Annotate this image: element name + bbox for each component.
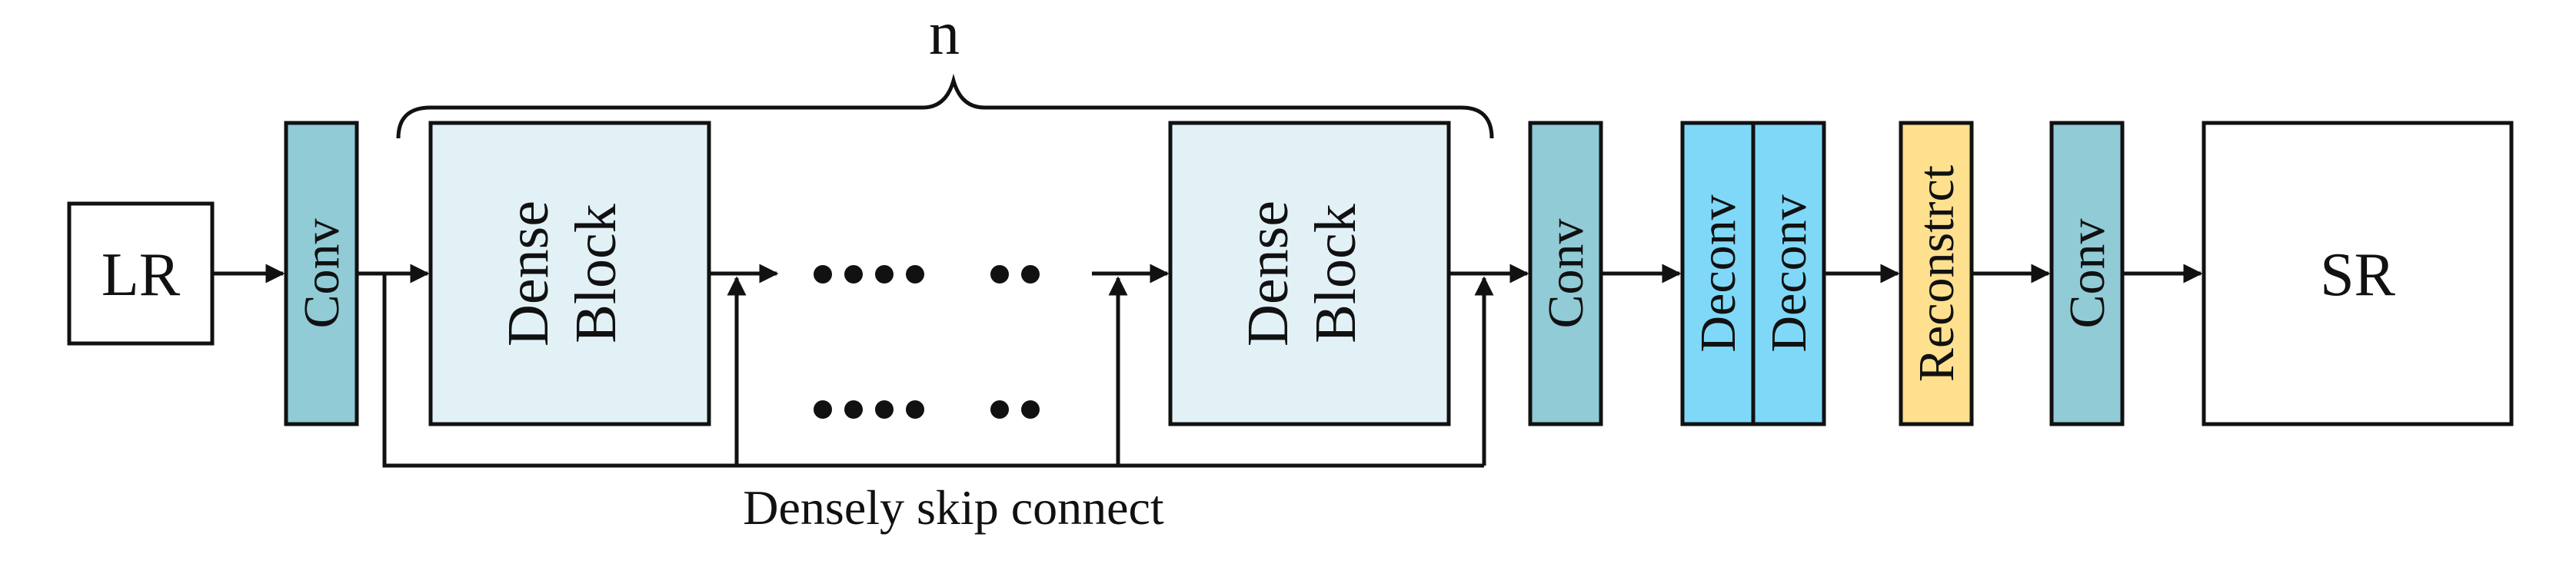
deconv-1-label: Deconv (1690, 194, 1746, 352)
deconv-block-2: Deconv (1751, 121, 1826, 426)
ellipsis-dots (814, 265, 1040, 419)
dense-block-1: Dense Block (428, 121, 711, 426)
lr-label: LR (102, 241, 181, 309)
dense-block-1-label-line1: Dense (496, 201, 561, 347)
dense-block-2-label-line2: Block (1303, 204, 1368, 343)
repeat-count-label: n (929, 0, 960, 68)
lr-input-node: LR (67, 201, 215, 346)
deconv-2-label: Deconv (1761, 194, 1817, 352)
conv-1-label: Conv (294, 218, 350, 328)
skip-caption: Densely skip connect (743, 480, 1164, 535)
deconv-block-1: Deconv (1680, 121, 1756, 426)
reconstruct-label: Reconstrct (1909, 165, 1965, 382)
conv-block-2: Conv (1528, 121, 1603, 426)
conv-3-label: Conv (2059, 218, 2115, 328)
sr-label: SR (2320, 241, 2395, 309)
conv-block-1: Conv (284, 121, 359, 426)
reconstruct-block: Reconstrct (1899, 121, 1974, 426)
dense-block-1-label-line2: Block (564, 204, 628, 343)
repeat-brace: n (396, 0, 1494, 139)
sr-output-node: SR (2202, 121, 2514, 426)
dense-block-2: Dense Block (1168, 121, 1451, 426)
conv-2-label: Conv (1538, 218, 1594, 328)
skip-connections (382, 274, 1494, 468)
conv-block-3: Conv (2049, 121, 2125, 426)
dense-block-2-label-line1: Dense (1236, 201, 1300, 347)
